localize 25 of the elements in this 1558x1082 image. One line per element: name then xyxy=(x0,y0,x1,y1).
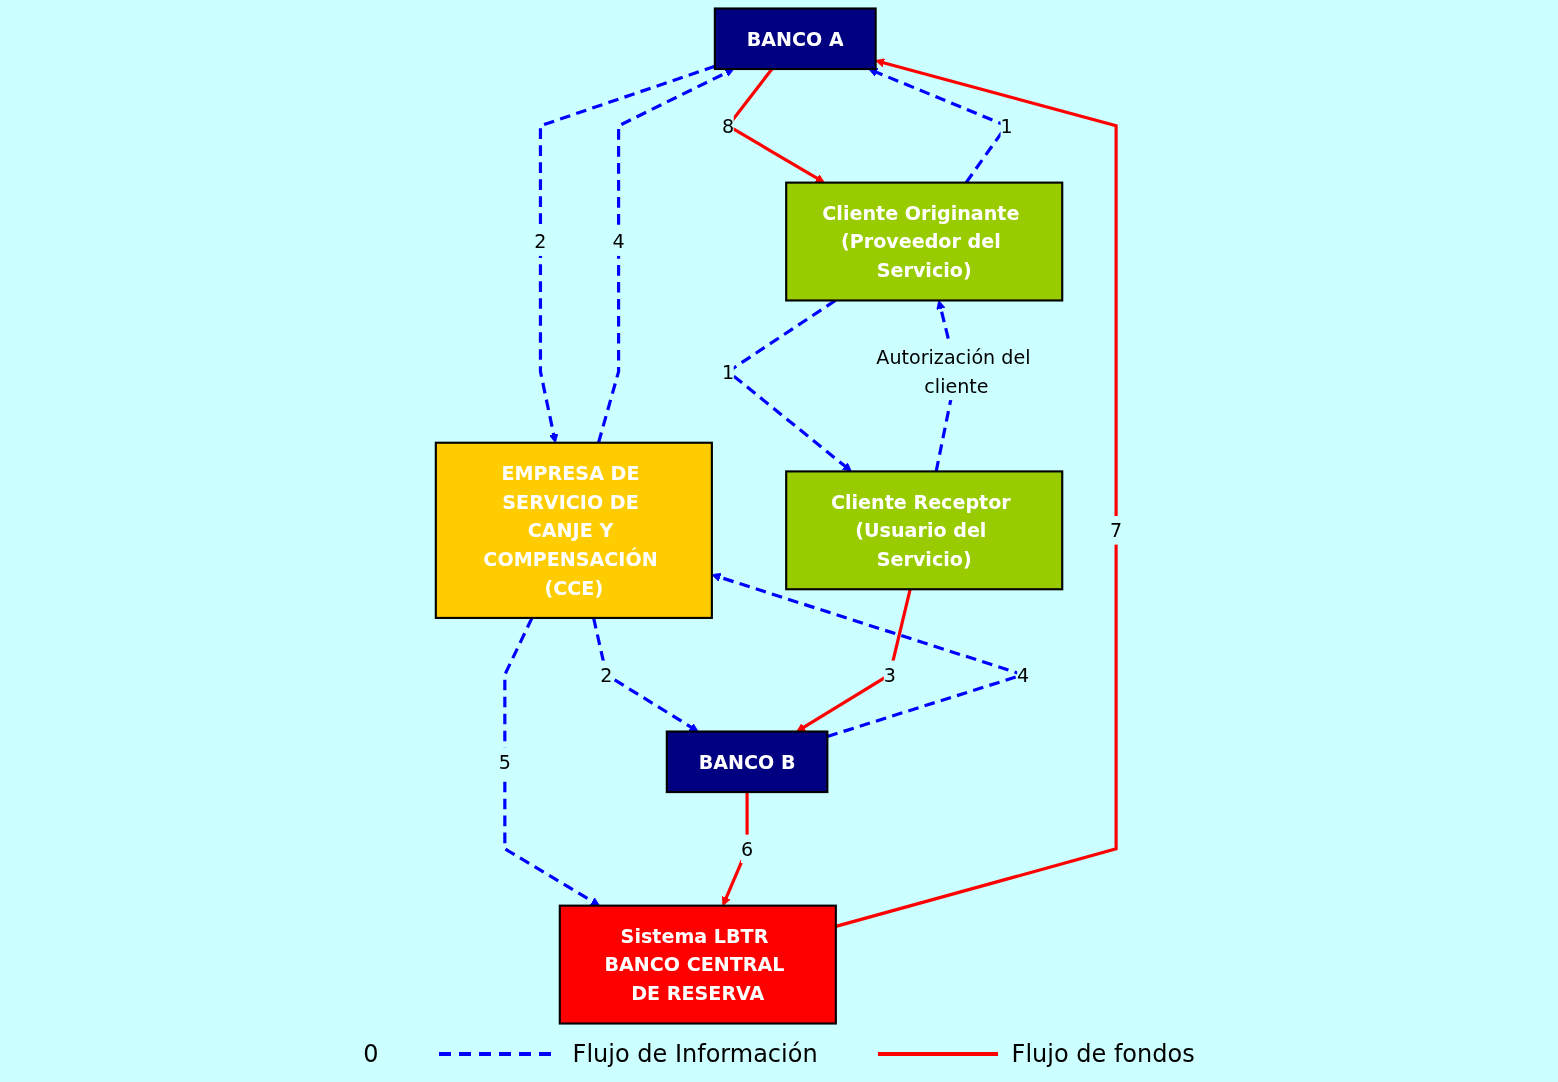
edge-label: 7 xyxy=(1110,519,1123,542)
legend-label: Flujo de Información xyxy=(572,1040,818,1068)
edge-label: 5 xyxy=(498,750,511,773)
flow-diagram: 2 2 4 4 5 6 7 8 1 1 3 Autorización del cliente BANCO A EMPRESA DE SERVICIO DE CANJE Y COMPENSACIÓN (CCE) BANCO B Sistema LBTR BANCO CENTRAL DE RESERVA Cliente Originante (Proveedor del Servicio) Cliente Receptor (Usuario del Servicio) xyxy=(0,0,1558,1032)
arrow xyxy=(711,572,1029,738)
node-box xyxy=(785,181,1064,302)
edge-label: Autorización del cliente xyxy=(876,346,1031,398)
arrow xyxy=(592,617,699,732)
node-box xyxy=(558,904,837,1025)
node-box xyxy=(785,470,1064,591)
edge-label: 3 xyxy=(883,663,896,686)
edge-label: 1 xyxy=(1000,114,1013,137)
node-box xyxy=(665,730,829,794)
edge-label: 8 xyxy=(722,114,735,137)
edge-label: 6 xyxy=(741,837,754,860)
edge-label: 1 xyxy=(722,360,735,383)
node-box xyxy=(713,7,877,71)
edge-label: 4 xyxy=(612,230,625,253)
edge-label: 2 xyxy=(534,230,547,253)
edge-label: 2 xyxy=(600,663,613,686)
legend-label: Flujo de fondos xyxy=(1011,1040,1195,1068)
arrow xyxy=(835,58,1118,928)
edge-label: 4 xyxy=(1017,663,1030,686)
step-number: 0 xyxy=(363,1040,379,1068)
node-box xyxy=(434,441,713,619)
